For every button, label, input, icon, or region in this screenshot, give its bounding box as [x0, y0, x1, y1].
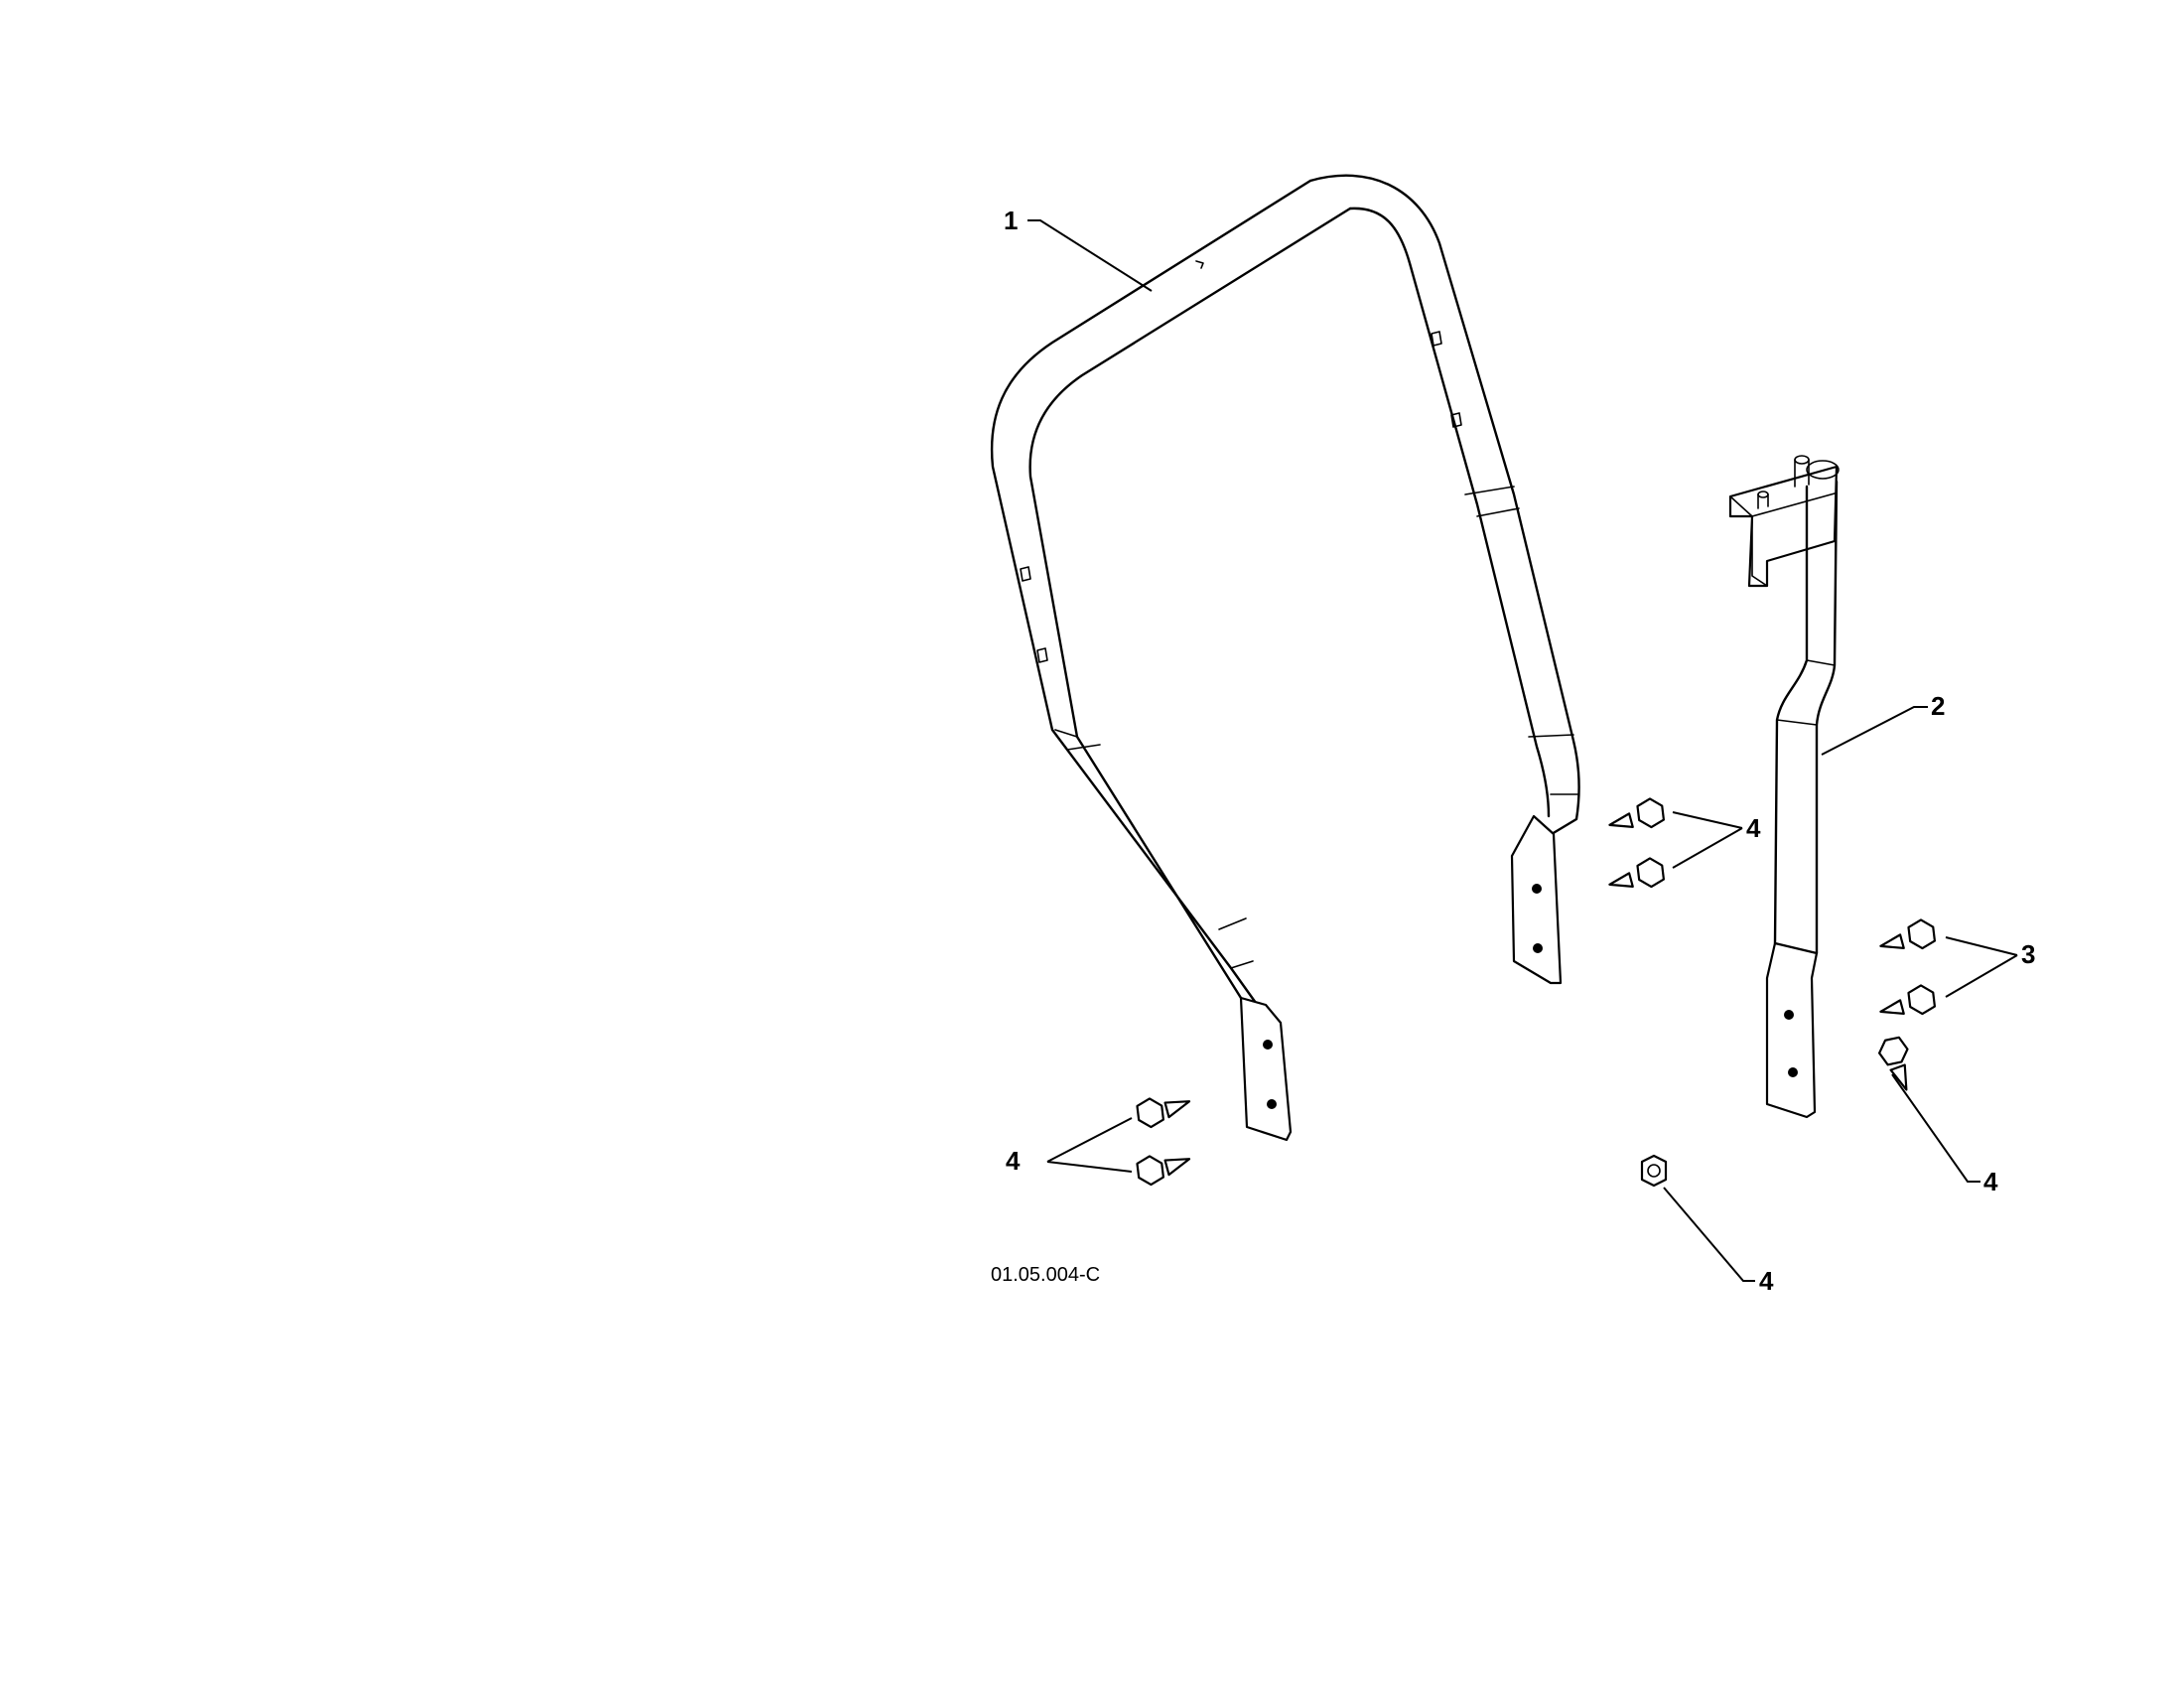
leader-lines [1027, 219, 2018, 1282]
roll-bar-upright [1728, 455, 1840, 1119]
callout-part-1: 1 [1004, 206, 1018, 235]
callout-part-4-upper: 4 [1746, 813, 1761, 843]
upright-mounting-plate [1765, 941, 1819, 1119]
bolt-pair-upper [1608, 797, 1666, 889]
figure-id: 01.05.004-C [991, 1264, 1100, 1286]
left-mounting-plate [1239, 996, 1293, 1142]
callout-part-4-left: 4 [1006, 1146, 1021, 1176]
right-mounting-plate [1510, 814, 1563, 985]
bolt-bottom [1640, 1154, 1668, 1188]
roll-bar-main [990, 174, 1580, 1142]
bolt-pair-left [1136, 1097, 1191, 1187]
callout-part-4-right: 4 [1983, 1167, 1998, 1196]
callout-part-2: 2 [1931, 691, 1945, 721]
callout-part-4-bottom: 4 [1759, 1266, 1774, 1296]
bolt-pair-3 [1879, 918, 1937, 1016]
bolt-right [1877, 1036, 1909, 1091]
callout-part-3: 3 [2021, 939, 2035, 969]
